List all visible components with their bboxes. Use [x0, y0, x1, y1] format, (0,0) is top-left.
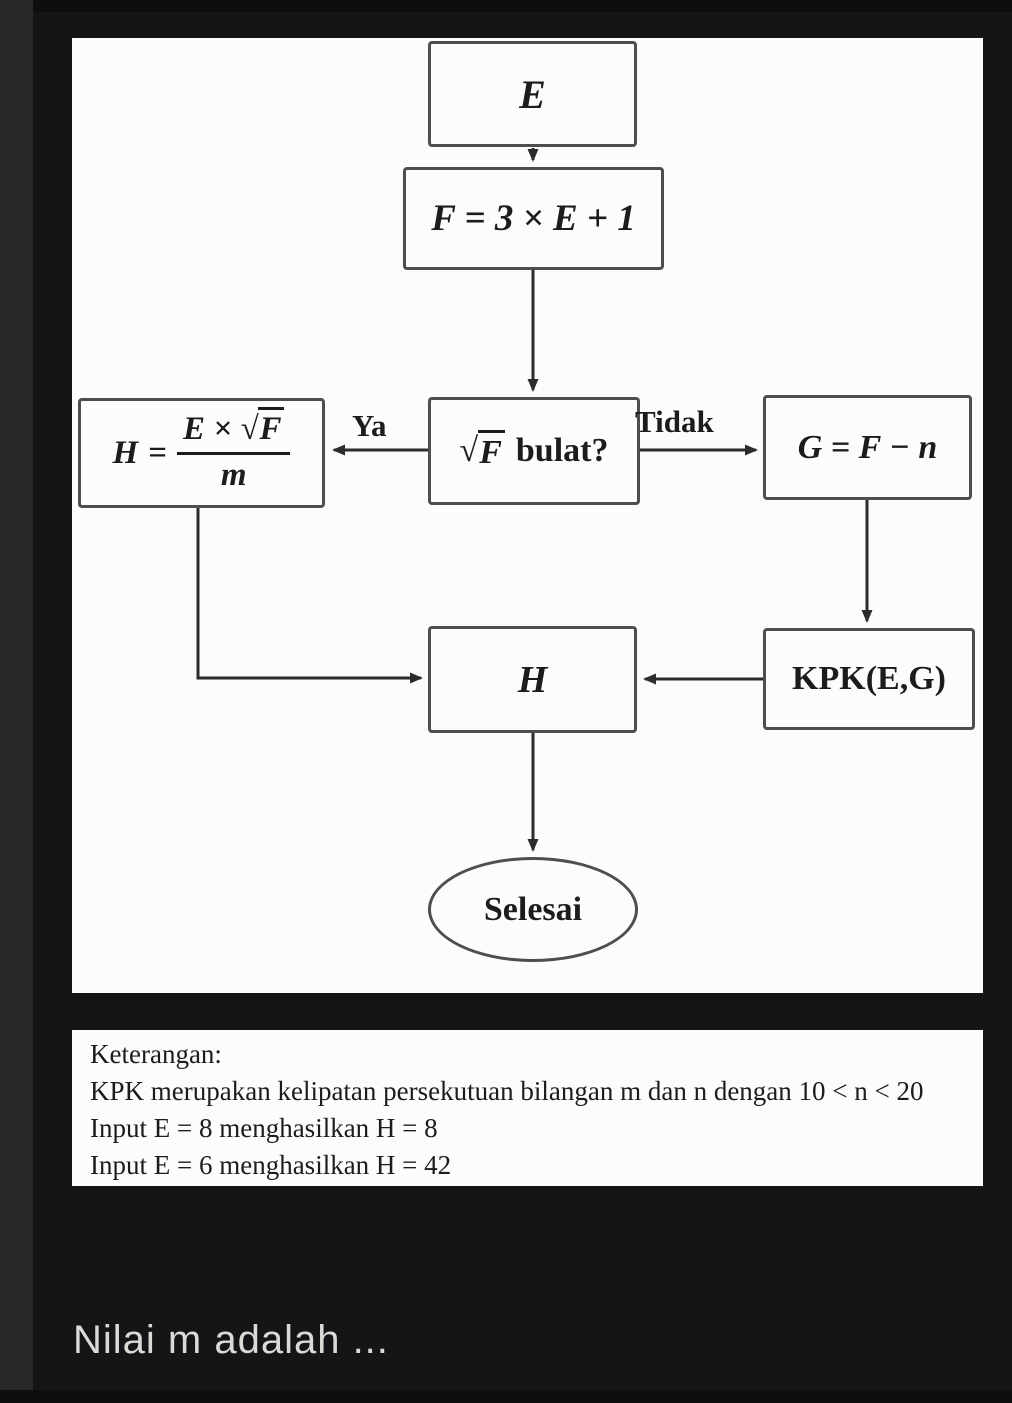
flow-node-output-h: H: [428, 626, 637, 733]
keterangan-line-input-8: Input E = 8 menghasilkan H = 8: [90, 1113, 438, 1143]
sqrt-sign: √: [459, 432, 479, 469]
question-text: Nilai m adalah ...: [73, 1318, 389, 1362]
edge-hformula-to-h: [196, 508, 423, 684]
h-formula-fraction: E × √F m: [177, 407, 291, 495]
edge-label-ya: Ya: [352, 408, 387, 443]
top-edge-band: [33, 0, 1012, 12]
keterangan-title: Keterangan:: [90, 1039, 222, 1069]
flow-node-assign-g: G = F − n: [763, 395, 972, 500]
flow-node-h-formula: H = E × √F m: [78, 398, 325, 508]
fraction-numerator: E × √F: [177, 407, 291, 455]
flow-node-assign-f: F = 3 × E + 1: [403, 167, 664, 270]
h-formula-equals: =: [148, 434, 168, 471]
keterangan-line-kpk: KPK merupakan kelipatan persekutuan bila…: [90, 1076, 924, 1106]
node-g-label: G = F − n: [797, 428, 938, 466]
flow-edges: [196, 148, 873, 852]
bottom-edge-band: [0, 1390, 1012, 1403]
left-gutter: [0, 0, 33, 1390]
h-formula-lhs: H: [112, 434, 139, 471]
terminal-label: Selesai: [483, 890, 583, 928]
edge-label-tidak: Tidak: [635, 404, 714, 439]
flow-node-terminal-selesai: Selesai: [428, 857, 638, 962]
decision-text: bulat?: [515, 432, 609, 469]
node-h-label: H: [517, 658, 548, 701]
flow-node-input-e: E: [428, 41, 637, 147]
flow-node-kpk: KPK(E,G): [763, 628, 975, 730]
node-e-label: E: [519, 71, 546, 117]
sqrt-radicand: F: [478, 430, 505, 472]
node-f-label: F = 3 × E + 1: [431, 198, 636, 239]
keterangan-panel: Keterangan: KPK merupakan kelipatan pers…: [72, 1030, 983, 1186]
node-kpk-label: KPK(E,G): [792, 660, 946, 697]
keterangan-line-input-6: Input E = 6 menghasilkan H = 42: [90, 1150, 452, 1180]
numerator-radicand: F: [258, 407, 285, 448]
fraction-denominator: m: [220, 457, 247, 493]
numerator-pre: E × √: [183, 411, 259, 448]
